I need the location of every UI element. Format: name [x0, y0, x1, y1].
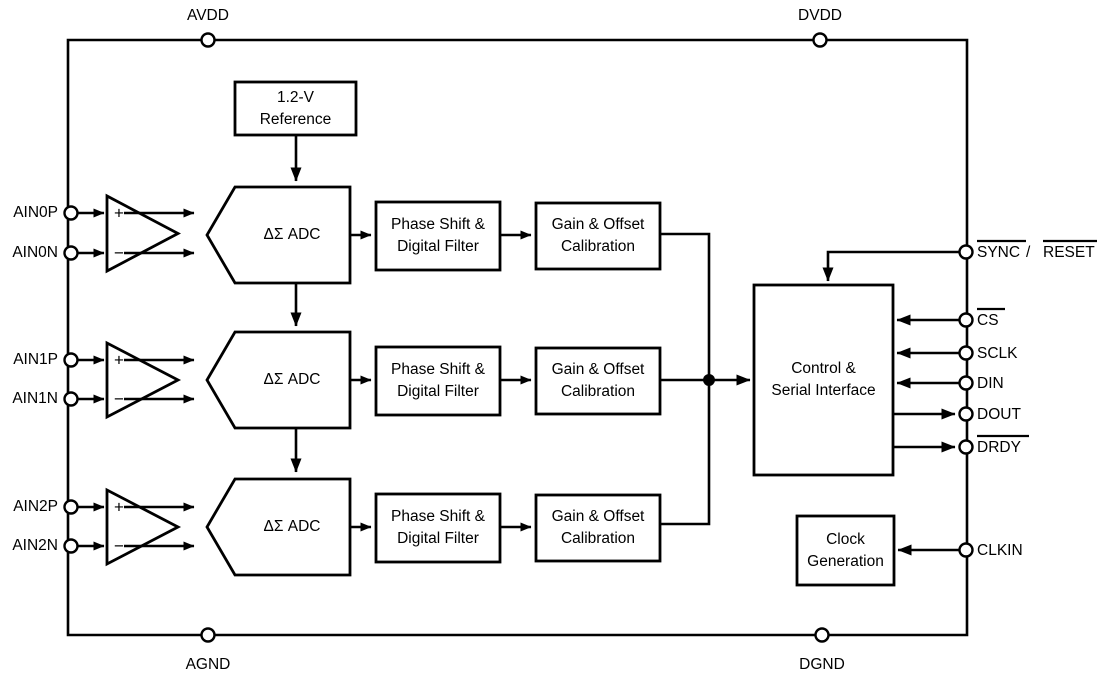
- agnd-pin-circle[interactable]: [200, 627, 216, 643]
- din-pin-circle[interactable]: [958, 375, 974, 391]
- phase-filter1-line1: Phase Shift &: [391, 361, 486, 378]
- gain-offset-block-1: [534, 346, 662, 416]
- pin-din[interactable]: DIN: [896, 375, 1004, 392]
- drdy-label: DRDY: [977, 439, 1021, 456]
- gain-offset1-line1: Gain & Offset: [552, 361, 645, 378]
- control-serial-interface-block: Control & Serial Interface: [752, 283, 895, 477]
- adc0-label: ΔΣ ADC: [264, 226, 321, 243]
- ain2n-label: AIN2N: [12, 537, 58, 554]
- dout-pin-circle[interactable]: [958, 406, 974, 422]
- dout-label: DOUT: [977, 406, 1021, 423]
- control-block-rect: [752, 283, 895, 477]
- ain1n-label: AIN1N: [12, 390, 58, 407]
- clock-label-line1: Clock: [826, 531, 865, 548]
- drdy-pin-circle[interactable]: [958, 439, 974, 455]
- dvdd-pin-circle[interactable]: [812, 32, 828, 48]
- gain-offset0-line1: Gain & Offset: [552, 216, 645, 233]
- pin-dgnd[interactable]: DGND: [799, 627, 845, 674]
- dgnd-label: DGND: [799, 656, 845, 673]
- phase-filter-block-2: [374, 492, 502, 564]
- clock-generation-block: Clock Generation: [795, 514, 896, 587]
- dvdd-label: DVDD: [798, 7, 842, 24]
- amp0-plus-sign: +: [114, 203, 124, 222]
- din-label: DIN: [977, 375, 1004, 392]
- pin-sync-reset[interactable]: SYNC / RESET: [822, 239, 1097, 282]
- sync-reset-label-part1: SYNC: [977, 244, 1020, 261]
- pin-dout[interactable]: DOUT: [893, 406, 1021, 423]
- adc1-label: ΔΣ ADC: [264, 371, 321, 388]
- ain2p-label: AIN2P: [13, 498, 58, 515]
- channel-0: AIN0P AIN0N + − ΔΣ ADC Phase Shift & Dig…: [12, 185, 662, 285]
- amp2-plus-sign: +: [114, 497, 124, 516]
- calibration-output-bus: [660, 232, 751, 526]
- cs-pin-circle[interactable]: [958, 312, 974, 328]
- adc-block-0: [205, 185, 352, 285]
- pin-clkin[interactable]: CLKIN: [897, 542, 1023, 559]
- pin-dvdd[interactable]: DVDD: [798, 7, 842, 48]
- wire-sync-reset-to-control: [822, 250, 959, 282]
- pin-sclk[interactable]: SCLK: [896, 345, 1018, 362]
- amp1-plus-sign: +: [114, 350, 124, 369]
- agnd-label: AGND: [186, 656, 231, 673]
- ain0p-pin-circle[interactable]: [63, 205, 79, 221]
- channel-1: AIN1P AIN1N + − ΔΣ ADC Phase Shift & Dig…: [12, 330, 662, 430]
- clkin-pin-circle[interactable]: [958, 542, 974, 558]
- sclk-label: SCLK: [977, 345, 1018, 362]
- ain0n-pin-circle[interactable]: [63, 245, 79, 261]
- sync-reset-label-sep: /: [1026, 244, 1031, 261]
- gain-offset-block-0: [534, 201, 662, 271]
- amp2-minus-sign: −: [114, 536, 124, 555]
- cs-label: CS: [977, 312, 999, 329]
- pin-agnd[interactable]: AGND: [186, 627, 231, 674]
- ain0p-label: AIN0P: [13, 204, 58, 221]
- amp1-minus-sign: −: [114, 389, 124, 408]
- reference-block-rect: [233, 80, 358, 137]
- reference-label-line2: Reference: [260, 111, 332, 128]
- amp0-minus-sign: −: [114, 243, 124, 262]
- sync-reset-label-group: SYNC / RESET: [977, 239, 1097, 261]
- phase-filter0-line1: Phase Shift &: [391, 216, 486, 233]
- phase-filter2-line1: Phase Shift &: [391, 508, 486, 525]
- sync-reset-pin-circle[interactable]: [958, 244, 974, 260]
- avdd-label: AVDD: [187, 7, 229, 24]
- adc-block-1: [205, 330, 352, 430]
- device-boundary: [66, 38, 969, 637]
- phase-filter-block-1: [374, 345, 502, 417]
- gain-offset2-line1: Gain & Offset: [552, 508, 645, 525]
- ain1p-label: AIN1P: [13, 351, 58, 368]
- ain2n-pin-circle[interactable]: [63, 538, 79, 554]
- control-label-line2: Serial Interface: [771, 382, 875, 399]
- channel-2: AIN2P AIN2N + − ΔΣ ADC Phase Shift & Dig…: [12, 477, 662, 577]
- bus-junction-dot: [703, 374, 715, 386]
- sclk-pin-circle[interactable]: [958, 345, 974, 361]
- adc2-label: ΔΣ ADC: [264, 518, 321, 535]
- gain-offset0-line2: Calibration: [561, 238, 635, 255]
- pin-drdy[interactable]: DRDY: [893, 434, 1029, 456]
- gain-offset-block-2: [534, 493, 662, 563]
- phase-filter0-line2: Digital Filter: [397, 238, 479, 255]
- avdd-pin-circle[interactable]: [200, 32, 216, 48]
- phase-filter2-line2: Digital Filter: [397, 530, 479, 547]
- phase-filter-block-0: [374, 200, 502, 272]
- gain-offset2-line2: Calibration: [561, 530, 635, 547]
- pin-cs[interactable]: CS: [896, 307, 1005, 329]
- ain1p-pin-circle[interactable]: [63, 352, 79, 368]
- gain-offset1-line2: Calibration: [561, 383, 635, 400]
- control-label-line1: Control &: [791, 360, 856, 377]
- reference-block: 1.2-V Reference: [233, 80, 358, 182]
- reference-label-line1: 1.2-V: [277, 89, 315, 106]
- pin-avdd[interactable]: AVDD: [187, 7, 229, 48]
- dgnd-pin-circle[interactable]: [814, 627, 830, 643]
- ain1n-pin-circle[interactable]: [63, 391, 79, 407]
- ain2p-pin-circle[interactable]: [63, 499, 79, 515]
- adc-block-2: [205, 477, 352, 577]
- clock-block-rect: [795, 514, 896, 587]
- clock-label-line2: Generation: [807, 553, 884, 570]
- phase-filter1-line2: Digital Filter: [397, 383, 479, 400]
- ain0n-label: AIN0N: [12, 244, 58, 261]
- sync-reset-label-part2: RESET: [1043, 244, 1095, 261]
- clkin-label: CLKIN: [977, 542, 1023, 559]
